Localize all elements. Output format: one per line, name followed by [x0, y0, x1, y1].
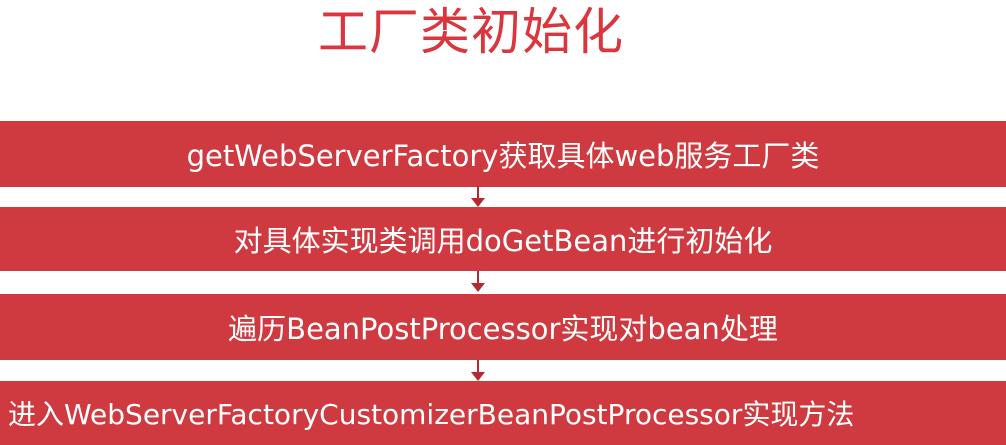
- step-2-label: 对具体实现类调用doGetBean进行初始化: [233, 224, 773, 258]
- step-3-label: 遍历BeanPostProcessor实现对bean处理: [228, 312, 778, 346]
- diagram-title: 工厂类初始化: [318, 3, 624, 61]
- arrow-shaft: [477, 360, 479, 374]
- step-4-label: 进入WebServerFactoryCustomizerBeanPostProc…: [8, 398, 855, 431]
- arrow-down-icon: [471, 186, 485, 208]
- arrow-shaft: [477, 271, 479, 285]
- step-1-label: getWebServerFactory获取具体web服务工厂类: [186, 139, 820, 173]
- step-4-box: 进入WebServerFactoryCustomizerBeanPostProc…: [0, 381, 1006, 445]
- arrow-head: [471, 283, 485, 292]
- step-2-box: 对具体实现类调用doGetBean进行初始化: [0, 207, 1006, 271]
- arrow-down-icon: [471, 271, 485, 293]
- arrow-down-icon: [471, 360, 485, 382]
- step-3-box: 遍历BeanPostProcessor实现对bean处理: [0, 294, 1006, 360]
- step-1-box: getWebServerFactory获取具体web服务工厂类: [0, 121, 1006, 187]
- arrow-head: [471, 198, 485, 207]
- arrow-shaft: [477, 186, 479, 200]
- arrow-head: [471, 372, 485, 381]
